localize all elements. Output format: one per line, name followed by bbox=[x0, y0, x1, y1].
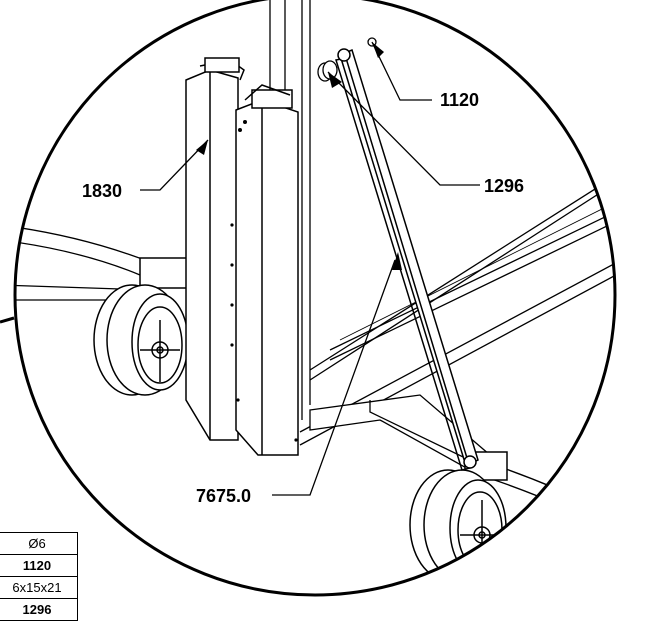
callout-1296: 1296 bbox=[484, 176, 524, 196]
spec-row: Ø6 bbox=[0, 533, 77, 555]
callout-leaders bbox=[140, 41, 480, 496]
callout-1830: 1830 bbox=[82, 181, 122, 201]
spacer-part bbox=[317, 60, 338, 82]
column-holes bbox=[230, 120, 298, 442]
magnifier-circle bbox=[13, 0, 617, 597]
support-brace bbox=[335, 48, 479, 471]
callout-7675: 7675.0 bbox=[196, 486, 251, 506]
detail-view bbox=[15, 0, 615, 581]
right-wheel bbox=[409, 451, 508, 581]
callout-1120: 1120 bbox=[440, 90, 479, 110]
arrow-heads bbox=[196, 42, 402, 270]
column-left bbox=[185, 57, 245, 441]
magnifier-leader bbox=[0, 316, 15, 324]
spec-row: 1120 bbox=[0, 555, 77, 577]
frame-panel bbox=[269, 0, 615, 446]
parts-spec-table: Ø6 1120 6x15x21 1296 bbox=[0, 532, 78, 621]
column-right bbox=[235, 84, 299, 456]
spec-row: 1296 bbox=[22, 602, 52, 617]
spec-row: 6x15x21 bbox=[0, 577, 77, 599]
left-wheel bbox=[93, 257, 189, 396]
